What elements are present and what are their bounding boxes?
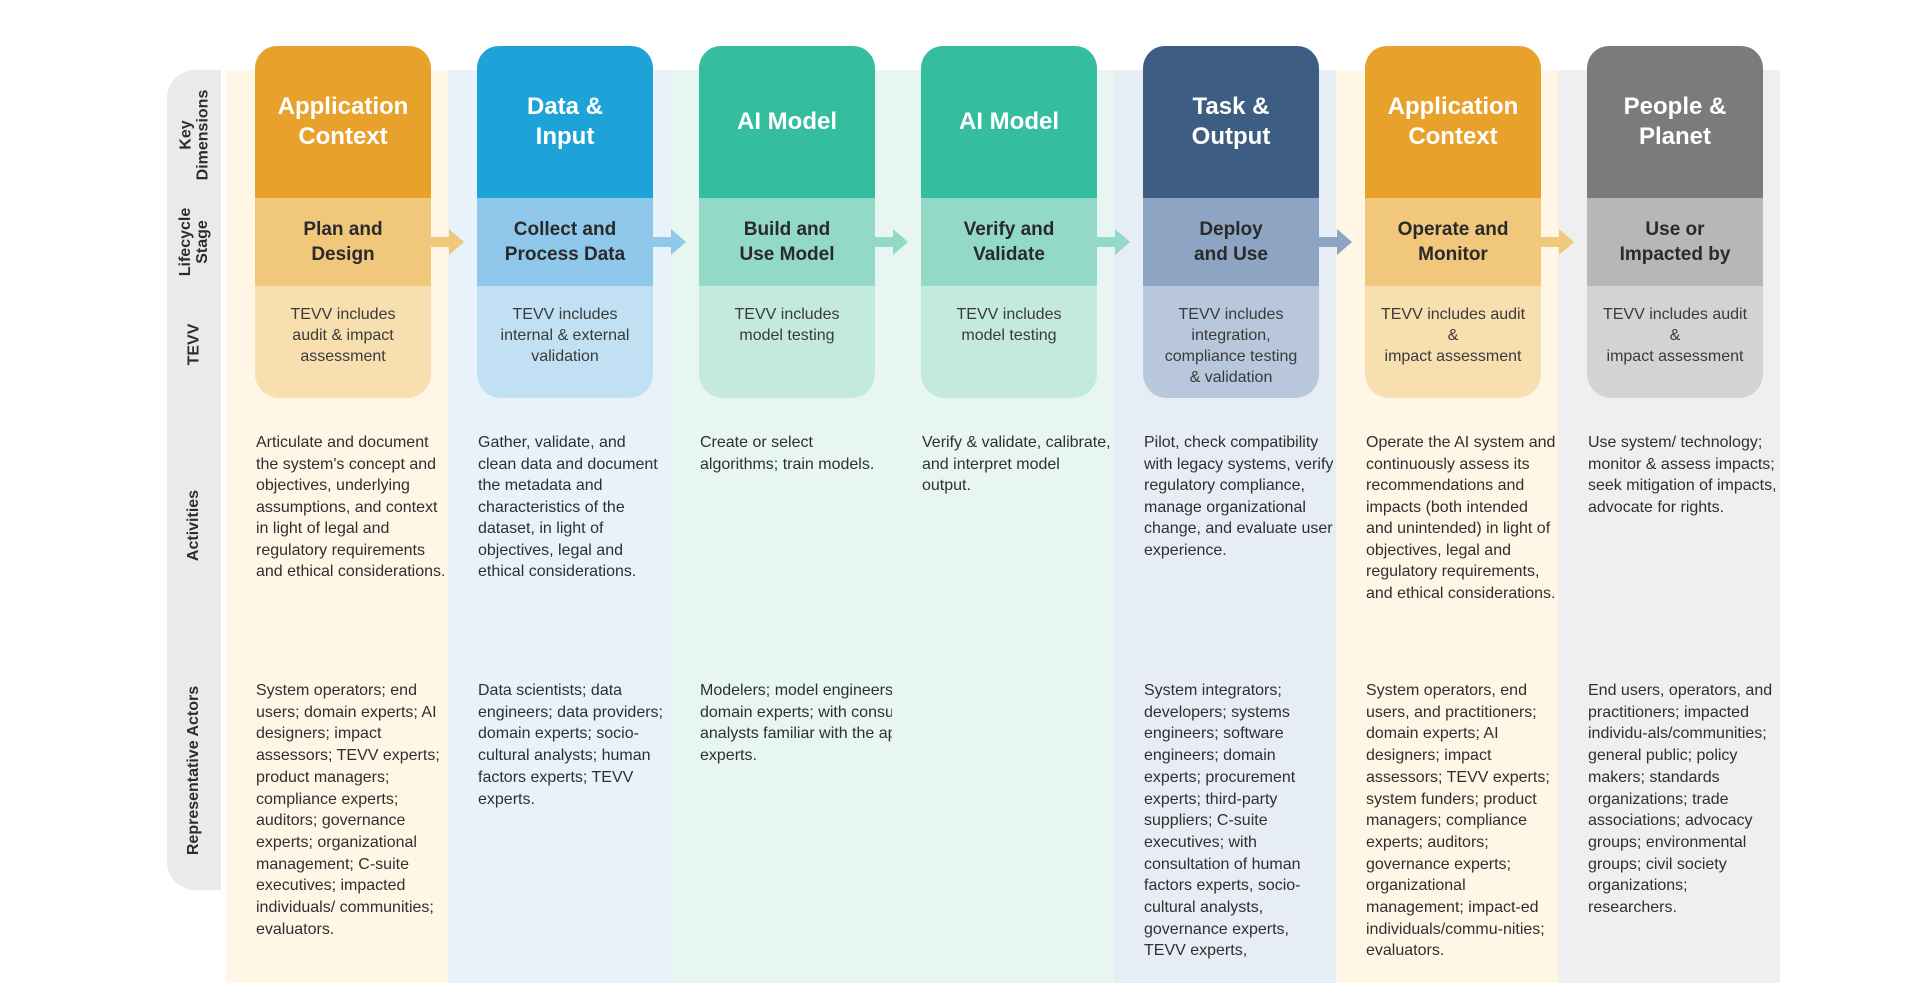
tevv-description: TEVV includes audit & impact assessment [255,286,431,398]
activities-text: Operate the AI system and continuously a… [1366,434,1556,602]
tevv-description: TEVV includes audit & impact assessment [1587,286,1763,398]
next-stage-arrow-icon [875,229,908,255]
representative-actors-text: System operators, end users, and practit… [1366,682,1550,960]
activities-text: Pilot, check compatibility with legacy s… [1144,434,1334,559]
lifecycle-stage-label: Plan and Design [255,198,431,286]
next-stage-arrow-icon [431,229,464,255]
row-label-key-dimensions: Key Dimensions [177,89,211,181]
tevv-description: TEVV includes model testing [699,286,875,398]
tevv-description: TEVV includes integration, compliance te… [1143,286,1319,398]
next-stage-arrow-icon [1319,229,1352,255]
lifecycle-stage-label: Collect and Process Data [477,198,653,286]
representative-actors-text: End users, operators, and practitioners;… [1588,682,1773,917]
next-stage-arrow-icon [653,229,686,255]
activities-text: Gather, validate, and clean data and doc… [478,434,658,580]
tevv-description: TEVV includes internal & external valida… [477,286,653,398]
key-dimension-header: Task & Output [1143,46,1319,198]
representative-actors-text: System integrators; developers; systems … [1144,682,1301,960]
key-dimension-header: Application Context [255,46,431,198]
row-label-tevv: TEVV [185,323,203,365]
lifecycle-stage-label: Use or Impacted by [1587,198,1763,286]
next-stage-arrow-icon [1541,229,1574,255]
representative-actors-text: Data scientists; data engineers; data pr… [478,682,663,808]
activities-text: Verify & validate, calibrate, and interp… [922,434,1111,494]
key-dimension-header: People & Planet [1587,46,1763,198]
lifecycle-stage-label: Operate and Monitor [1365,198,1541,286]
tevv-description: TEVV includes model testing [921,286,1097,398]
lifecycle-stage-label: Deploy and Use [1143,198,1319,286]
row-labels: Key Dimensions Lifecycle Stage TEVV Acti… [167,70,221,890]
row-label-actors: Representative Actors [185,685,203,855]
representative-actors-text: System operators; end users; domain expe… [256,682,440,938]
lifecycle-stage-label: Verify and Validate [921,198,1097,286]
tevv-description: TEVV includes audit & impact assessment [1365,286,1541,398]
row-label-activities: Activities [185,489,203,561]
next-stage-arrow-icon [1097,229,1130,255]
key-dimension-header: Application Context [1365,46,1541,198]
key-dimension-header: Data & Input [477,46,653,198]
row-label-lifecycle-stage: Lifecycle Stage [177,207,212,277]
key-dimension-header: AI Model [921,46,1097,198]
activities-text: Use system/ technology; monitor & assess… [1588,434,1777,516]
activities-text: Articulate and document the system's con… [256,434,446,580]
activities-text: Create or select algorithms; train model… [700,434,875,473]
lifecycle-stage-label: Build and Use Model [699,198,875,286]
key-dimension-header: AI Model [699,46,875,198]
